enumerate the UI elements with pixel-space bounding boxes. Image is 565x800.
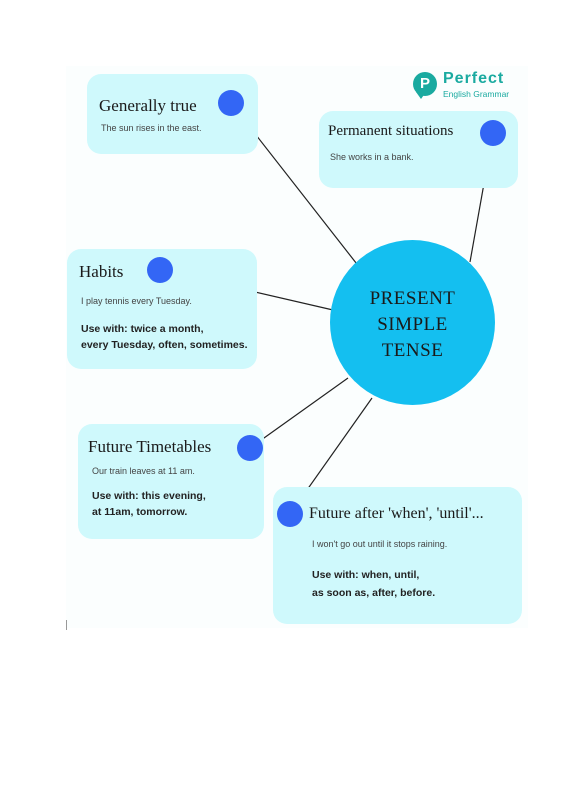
card-use-with-1: Use with: twice a month, bbox=[81, 323, 204, 335]
frame-edge-mark bbox=[66, 620, 67, 630]
connector-future-timetables bbox=[249, 377, 349, 449]
card-title: Habits bbox=[79, 262, 124, 281]
node-dot-future-timetables bbox=[237, 435, 263, 461]
logo-badge-tail bbox=[416, 92, 426, 99]
node-dot-permanent-situations bbox=[480, 120, 506, 146]
card-future-timetables: Future Timetables Our train leaves at 11… bbox=[78, 424, 264, 539]
card-example: She works in a bank. bbox=[330, 152, 414, 162]
card-title: Future Timetables bbox=[88, 437, 212, 456]
logo-subtitle: English Grammar bbox=[443, 89, 510, 99]
central-topic-circle: PRESENT SIMPLE TENSE bbox=[330, 240, 495, 405]
card-example: I play tennis every Tuesday. bbox=[81, 296, 192, 306]
node-dot-future-after-when bbox=[277, 501, 303, 527]
card-use-with-2: as soon as, after, before. bbox=[312, 587, 436, 599]
card-example: I won't go out until it stops raining. bbox=[312, 539, 448, 549]
brand-logo: P Perfect English Grammar bbox=[413, 70, 533, 104]
card-title: Permanent situations bbox=[328, 123, 454, 139]
central-topic-line-2: SIMPLE bbox=[377, 314, 448, 335]
node-dot-habits bbox=[147, 257, 173, 283]
card-generally-true: Generally true The sun rises in the east… bbox=[87, 74, 258, 154]
card-use-with-1: Use with: this evening, bbox=[92, 490, 206, 502]
central-topic-line-3: TENSE bbox=[381, 340, 444, 361]
card-example: Our train leaves at 11 am. bbox=[92, 466, 195, 476]
card-future-after-when: Future after 'when', 'until'... I won't … bbox=[273, 487, 522, 624]
node-dot-generally-true bbox=[218, 90, 244, 116]
card-use-with-2: at 11am, tomorrow. bbox=[92, 506, 188, 518]
logo-brand-name: Perfect bbox=[443, 70, 505, 87]
card-use-with-1: Use with: when, until, bbox=[312, 569, 420, 581]
card-use-with-2: every Tuesday, often, sometimes. bbox=[81, 339, 248, 351]
card-title: Future after 'when', 'until'... bbox=[309, 505, 484, 522]
card-title: Generally true bbox=[99, 96, 197, 115]
central-topic-line-1: PRESENT bbox=[369, 288, 456, 309]
card-example: The sun rises in the east. bbox=[101, 123, 202, 133]
